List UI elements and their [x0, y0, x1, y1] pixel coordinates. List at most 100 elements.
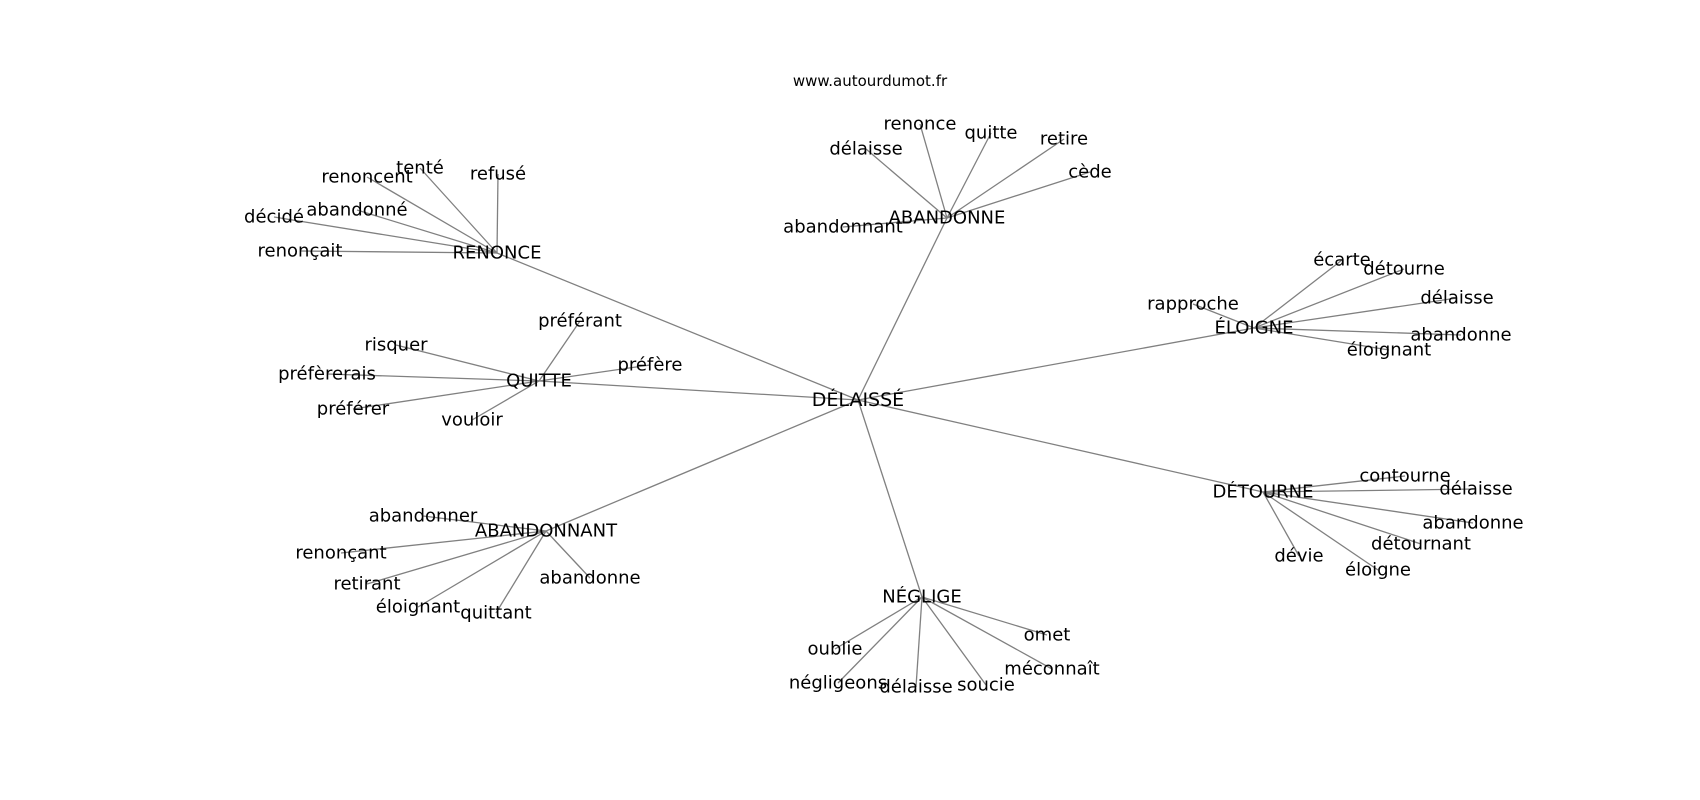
edge-abandonne-leaf-5 — [842, 217, 948, 228]
edge-eloigne-leaf-5 — [1253, 327, 1390, 351]
edge-renonce-leaf-4 — [356, 209, 498, 254]
edge-neglige-leaf-0 — [921, 596, 1048, 636]
leaf-node[interactable]: délaisse — [1420, 288, 1493, 309]
edge-renonce-leaf-5 — [299, 250, 498, 254]
leaf-node[interactable]: contourne — [1359, 466, 1450, 487]
leaf-node[interactable]: éloigne — [1345, 560, 1411, 581]
leaf-node[interactable]: décidé — [244, 207, 304, 228]
edge-center-quitte — [538, 380, 859, 401]
leaf-node[interactable]: tenté — [396, 158, 444, 179]
edge-neglige-leaf-3 — [837, 596, 923, 684]
hub-node-neglige[interactable]: NÉGLIGE — [882, 586, 961, 608]
leaf-node[interactable]: éloignant — [1347, 340, 1431, 361]
leaf-node[interactable]: préfère — [618, 355, 683, 376]
edge-abandonnant-leaf-5 — [545, 530, 591, 579]
hub-node-quitte[interactable]: QUITTE — [506, 371, 572, 392]
edge-center-renonce — [496, 252, 859, 401]
edge-neglige-leaf-5 — [921, 596, 987, 686]
leaf-node[interactable]: abandonner — [369, 506, 478, 527]
edge-eloigne-leaf-1 — [1253, 268, 1405, 329]
edge-abandonnant-leaf-3 — [417, 530, 547, 608]
leaf-node[interactable]: retirant — [333, 574, 400, 595]
leaf-node[interactable]: renonçait — [258, 241, 343, 262]
leaf-node[interactable]: détourne — [1363, 259, 1445, 280]
hub-node-renonce[interactable]: RENONCE — [453, 243, 542, 264]
edge-detourne-leaf-4 — [1262, 491, 1300, 557]
leaf-node[interactable]: abandonné — [306, 200, 407, 221]
edge-renonce-leaf-1 — [419, 167, 498, 254]
center-word-node[interactable]: DÉLAISSÉ — [812, 388, 904, 411]
edge-quitte-leaf-4 — [352, 380, 540, 410]
edge-quitte-leaf-1 — [395, 344, 540, 382]
leaf-node[interactable]: préférer — [317, 399, 390, 420]
edge-center-neglige — [857, 399, 923, 598]
hub-node-abandonnant[interactable]: ABANDONNANT — [475, 521, 618, 542]
edge-eloigne-leaf-4 — [1253, 327, 1462, 336]
leaf-node[interactable]: renoncent — [321, 167, 412, 188]
edge-eloigne-leaf-3 — [1253, 297, 1458, 329]
leaf-node[interactable]: préfèrerais — [278, 364, 376, 385]
leaf-node[interactable]: refusé — [470, 164, 526, 185]
leaf-node[interactable]: abandonne — [1410, 325, 1511, 346]
edge-renonce-leaf-0 — [366, 176, 498, 254]
edge-renonce-leaf-2 — [496, 173, 499, 254]
leaf-node[interactable]: oublie — [808, 639, 863, 660]
edge-neglige-leaf-1 — [834, 596, 923, 650]
leaf-node[interactable]: renonçant — [295, 543, 386, 564]
edge-center-eloigne — [857, 327, 1255, 401]
edge-quitte-leaf-2 — [538, 364, 651, 382]
leaf-node[interactable]: écarte — [1313, 250, 1371, 271]
leaf-node[interactable]: risquer — [364, 335, 428, 356]
hub-node-eloigne[interactable]: ÉLOIGNE — [1214, 317, 1293, 339]
leaf-node[interactable]: négligeons — [789, 673, 887, 694]
leaf-node[interactable]: quittant — [460, 603, 531, 624]
leaf-node[interactable]: dévie — [1274, 546, 1323, 567]
leaf-node[interactable]: délaisse — [879, 677, 952, 698]
edge-abandonne-leaf-4 — [946, 171, 1091, 219]
edge-detourne-leaf-3 — [1262, 491, 1422, 545]
watermark-url: www.autourdumot.fr — [792, 72, 948, 90]
edge-eloigne-leaf-0 — [1253, 259, 1343, 329]
edge-abandonne-leaf-0 — [919, 123, 948, 219]
leaf-node[interactable]: méconnaît — [1004, 659, 1099, 680]
leaf-node[interactable]: retire — [1040, 129, 1088, 150]
edge-abandonne-leaf-3 — [865, 148, 948, 219]
edge-eloigne-leaf-2 — [1192, 303, 1255, 329]
edge-detourne-leaf-5 — [1262, 491, 1379, 571]
edge-detourne-leaf-1 — [1262, 488, 1477, 493]
hub-node-abandonne[interactable]: ABANDONNE — [889, 208, 1006, 229]
leaf-node[interactable]: cède — [1068, 162, 1111, 183]
edge-neglige-leaf-4 — [915, 596, 923, 688]
edge-renonce-leaf-3 — [273, 216, 498, 254]
edge-quitte-leaf-0 — [538, 320, 581, 382]
edge-quitte-leaf-5 — [471, 380, 540, 421]
leaf-node[interactable]: quitte — [964, 123, 1017, 144]
leaf-node[interactable]: abandonnant — [783, 217, 903, 238]
edge-center-abandonnant — [545, 399, 859, 532]
leaf-node[interactable]: abandonne — [1422, 513, 1523, 534]
edge-neglige-leaf-2 — [921, 596, 1053, 670]
leaf-node[interactable]: abandonne — [539, 568, 640, 589]
leaf-node[interactable]: renonce — [884, 114, 957, 135]
hub-node-detourne[interactable]: DÉTOURNE — [1213, 481, 1314, 503]
leaf-node[interactable]: délaisse — [1439, 479, 1512, 500]
leaf-node[interactable]: délaisse — [829, 139, 902, 160]
edge-abandonne-leaf-2 — [946, 138, 1065, 219]
leaf-node[interactable]: rapproche — [1147, 294, 1239, 315]
edge-abandonnant-leaf-2 — [366, 530, 547, 585]
edge-quitte-leaf-3 — [326, 373, 540, 382]
edge-center-abandonne — [857, 217, 948, 401]
leaf-node[interactable]: détournant — [1371, 534, 1471, 555]
graph-edges — [273, 123, 1477, 688]
leaf-node[interactable]: soucie — [957, 675, 1015, 696]
leaf-node[interactable]: omet — [1024, 625, 1071, 646]
edge-detourne-leaf-2 — [1262, 491, 1474, 524]
leaf-node[interactable]: vouloir — [441, 410, 503, 431]
edge-abandonnant-leaf-0 — [422, 515, 547, 532]
edge-abandonnant-leaf-4 — [495, 530, 547, 614]
edge-abandonne-leaf-1 — [946, 132, 992, 219]
leaf-node[interactable]: éloignant — [376, 597, 460, 618]
leaf-node[interactable]: préférant — [538, 311, 622, 332]
